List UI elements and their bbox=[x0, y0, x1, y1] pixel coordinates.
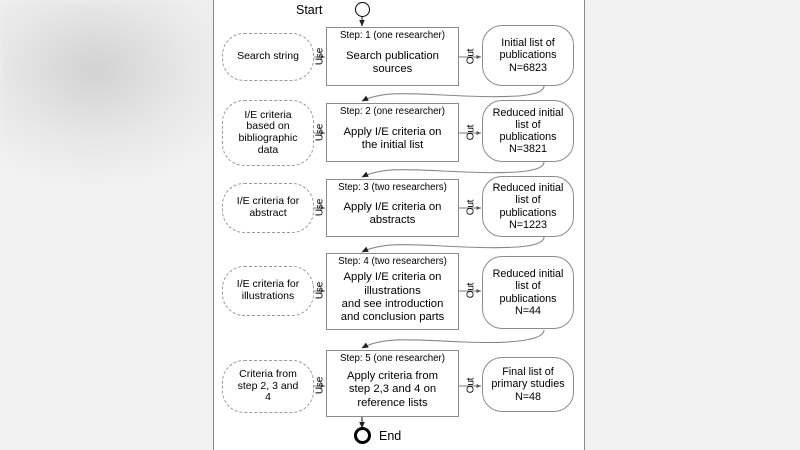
step-node-row2[interactable]: Step: 2 (one researcher) Apply I/E crite… bbox=[326, 103, 459, 162]
flowchart-canvas: Start Search string Use Step: 1 (one res… bbox=[213, 0, 585, 450]
edge-label-out-row2: Out bbox=[465, 124, 477, 141]
end-circle-icon bbox=[354, 427, 371, 444]
step-node-row5[interactable]: Step: 5 (one researcher) Apply criteria … bbox=[326, 350, 459, 417]
input-line: I/E criteria for bbox=[236, 278, 300, 291]
step-body: Search publication sources bbox=[346, 44, 439, 82]
step-body: Apply I/E criteria on illustrations and … bbox=[341, 270, 445, 326]
output-line: publications bbox=[499, 131, 557, 143]
input-node-row3[interactable]: I/E criteria for abstract bbox=[222, 183, 314, 233]
input-node-row1[interactable]: Search string bbox=[222, 33, 314, 81]
input-node-row2[interactable]: I/E criteria based on bibliographic data bbox=[222, 100, 314, 166]
edge-label-use-row3: Use bbox=[314, 198, 326, 217]
step-line: reference lists bbox=[357, 396, 428, 409]
edge-flow-3-to-4 bbox=[361, 236, 545, 253]
step-header: Step: 3 (two researchers) bbox=[338, 182, 447, 193]
input-line: I/E criteria for bbox=[236, 195, 300, 208]
input-line: step 2, 3 and bbox=[237, 379, 299, 392]
input-line: based on bbox=[246, 120, 290, 133]
step-line: and conclusion parts bbox=[340, 311, 445, 324]
step-header: Step: 4 (two researchers) bbox=[338, 256, 447, 267]
step-line: step 2,3 and 4 on bbox=[348, 383, 437, 396]
input-line: Criteria from bbox=[239, 367, 297, 380]
output-line: Reduced initial bbox=[492, 182, 564, 195]
step-node-row1[interactable]: Step: 1 (one researcher) Search publicat… bbox=[326, 27, 459, 86]
input-line: illustrations bbox=[241, 290, 295, 302]
edge-label-out-row5: Out bbox=[465, 377, 477, 394]
output-line: publications bbox=[499, 292, 557, 305]
output-line: N=44 bbox=[514, 304, 542, 317]
output-line: Reduced initial bbox=[492, 268, 564, 281]
step-line: Apply I/E criteria on bbox=[343, 271, 442, 284]
output-line: publications bbox=[499, 49, 557, 62]
end-label: End bbox=[379, 429, 402, 443]
output-line: Reduced initial bbox=[492, 106, 564, 119]
start-label: Start bbox=[296, 3, 323, 17]
edge-flow-1-to-2 bbox=[361, 85, 545, 102]
output-line: primary studies bbox=[491, 378, 565, 391]
step-body: Apply criteria from step 2,3 and 4 on re… bbox=[347, 367, 438, 413]
output-node-row1[interactable]: Initial list of publications N=6823 bbox=[482, 25, 574, 86]
step-node-row4[interactable]: Step: 4 (two researchers) Apply I/E crit… bbox=[326, 253, 459, 330]
output-line: N=3821 bbox=[508, 143, 548, 156]
output-node-row2[interactable]: Reduced initial list of publications N=3… bbox=[482, 100, 574, 162]
step-body: Apply I/E criteria on abstracts bbox=[344, 196, 442, 233]
step-line: and see introduction bbox=[341, 297, 444, 310]
step-line: Apply I/E criteria on bbox=[343, 201, 442, 214]
edge-flow-2-to-3 bbox=[361, 161, 545, 178]
input-line: I/E criteria bbox=[244, 108, 292, 121]
output-line: N=48 bbox=[514, 390, 542, 403]
step-line: abstracts bbox=[369, 214, 416, 227]
step-line: Search publication bbox=[346, 49, 439, 62]
step-header: Step: 2 (one researcher) bbox=[339, 106, 445, 117]
input-node-row4[interactable]: I/E criteria for illustrations bbox=[222, 266, 314, 316]
step-header: Step: 1 (one researcher) bbox=[339, 30, 445, 41]
edge-label-out-row3: Out bbox=[465, 199, 477, 216]
connector-layer bbox=[314, 16, 545, 429]
edge-label-use-row5: Use bbox=[314, 376, 326, 395]
input-line: 4 bbox=[265, 391, 271, 404]
output-line: Final list of bbox=[502, 366, 554, 379]
step-line: sources bbox=[372, 62, 413, 75]
step-node-row3[interactable]: Step: 3 (two researchers) Apply I/E crit… bbox=[326, 179, 459, 237]
output-node-row4[interactable]: Reduced initial list of publications N=4… bbox=[482, 256, 574, 329]
edge-flow-4-to-5 bbox=[361, 329, 545, 349]
output-line: publications bbox=[499, 206, 557, 219]
edge-label-use-row2: Use bbox=[314, 123, 326, 142]
edge-label-out-row4: Out bbox=[465, 282, 477, 299]
step-line: the initial list bbox=[361, 138, 424, 151]
edge-label-out-row1: Out bbox=[465, 48, 477, 65]
step-header: Step: 5 (one researcher) bbox=[339, 353, 445, 364]
output-line: N=6823 bbox=[508, 61, 548, 74]
edge-label-use-row4: Use bbox=[314, 281, 326, 300]
edge-label-use-row1: Use bbox=[314, 47, 326, 66]
input-line: data bbox=[257, 143, 279, 156]
output-line: list of bbox=[515, 194, 541, 207]
output-node-row5[interactable]: Final list of primary studies N=48 bbox=[482, 357, 574, 412]
step-line: Apply criteria from bbox=[346, 369, 439, 382]
step-line: illustrations bbox=[364, 284, 421, 297]
step-body: Apply I/E criteria on the initial list bbox=[344, 120, 442, 158]
output-line: N=1223 bbox=[508, 218, 548, 231]
step-line: Apply I/E criteria on bbox=[343, 125, 442, 138]
input-line: abstract bbox=[249, 207, 287, 219]
output-line: list of bbox=[515, 280, 541, 293]
input-line: bibliographic bbox=[238, 132, 298, 144]
output-line: list of bbox=[515, 118, 541, 131]
start-circle-icon bbox=[355, 2, 370, 17]
input-line: Search string bbox=[237, 50, 299, 63]
output-node-row3[interactable]: Reduced initial list of publications N=1… bbox=[482, 176, 574, 237]
output-line: Initial list of bbox=[501, 37, 555, 50]
input-node-row5[interactable]: Criteria from step 2, 3 and 4 bbox=[222, 360, 314, 413]
